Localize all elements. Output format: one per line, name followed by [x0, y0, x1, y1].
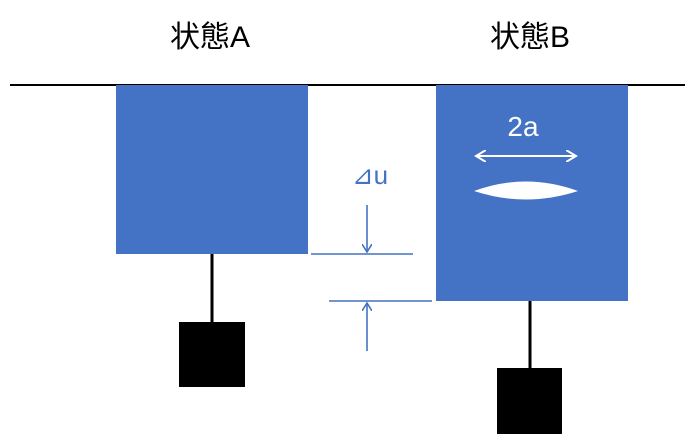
crack-width-label: 2a — [507, 111, 539, 142]
state-b-title: 状態B — [490, 21, 570, 54]
weight-a — [179, 322, 245, 387]
state-a-title: 状態A — [170, 21, 250, 54]
block-a — [116, 85, 308, 254]
crack — [474, 181, 578, 200]
weight-b — [497, 368, 562, 434]
displacement-label: ⊿u — [352, 160, 388, 190]
